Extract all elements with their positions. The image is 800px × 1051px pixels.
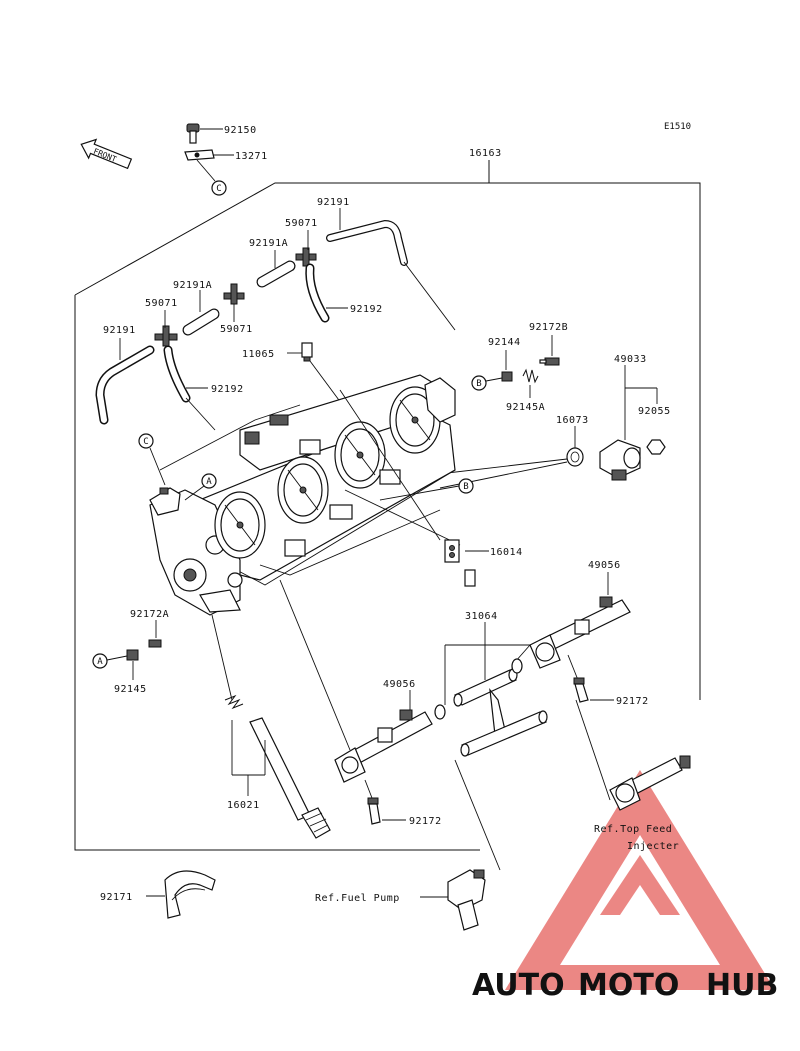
label-16073: 16073 <box>556 415 589 426</box>
diagram-code: E1510 <box>664 122 691 132</box>
callout-a-left <box>92 653 108 669</box>
part-49056-injector-rail-right <box>529 596 631 669</box>
part-92172B-screw <box>539 357 560 366</box>
watermark-text-moto: MOTO <box>578 968 679 1003</box>
part-92171-clamp <box>164 870 216 919</box>
part-92145A-spring <box>522 368 539 384</box>
label-13271: 13271 <box>235 151 268 162</box>
label-16021: 16021 <box>227 800 260 811</box>
part-49033-sensor <box>599 439 641 481</box>
ref-top-feed-line1: Ref.Top Feed <box>594 824 672 835</box>
callout-b-body-letter: B <box>463 482 468 492</box>
part-13271-bracket <box>184 149 215 161</box>
label-92191-left: 92191 <box>103 325 136 336</box>
part-16014-valve <box>444 539 476 587</box>
label-16014: 16014 <box>490 547 523 558</box>
label-92150: 92150 <box>224 125 257 136</box>
label-92145A: 92145A <box>506 402 545 413</box>
part-59071-tee-top <box>295 247 317 267</box>
label-92191A-mid: 92191A <box>173 280 212 291</box>
frame-left-bottom <box>74 295 480 851</box>
label-16163: 16163 <box>469 148 502 159</box>
part-92191-hose-left <box>95 345 155 425</box>
watermark-text-hub: HUB <box>706 968 778 1003</box>
part-bracket-left <box>149 487 181 516</box>
part-fuel-pump-connector <box>447 869 486 931</box>
callout-b-right <box>471 375 487 391</box>
leader-body-left <box>159 404 301 471</box>
label-59071-top: 59071 <box>285 218 318 229</box>
callout-c-top-letter: C <box>216 184 221 194</box>
callout-c-left-letter: C <box>143 437 148 447</box>
label-31064: 31064 <box>465 611 498 622</box>
part-49056-injector-rail-left <box>334 709 433 783</box>
callout-a-left-letter: A <box>97 657 103 667</box>
label-11065: 11065 <box>242 349 275 360</box>
leader-16014 <box>339 389 441 541</box>
leader-fuel-pump <box>454 759 501 871</box>
label-92171: 92171 <box>100 892 133 903</box>
part-31064-oring-right <box>511 658 523 674</box>
part-31064-fuel-pipe <box>453 668 548 757</box>
label-92192-left: 92192 <box>211 384 244 395</box>
label-49056-right: 49056 <box>588 560 621 571</box>
part-31064-oring-left <box>434 704 446 720</box>
frame-top-right <box>74 182 701 700</box>
part-92172A-screw <box>148 639 162 648</box>
label-92191A-top: 92191A <box>249 238 288 249</box>
part-59071-tee-left <box>154 325 178 347</box>
callout-c-left <box>138 433 154 449</box>
label-92144: 92144 <box>488 337 521 348</box>
part-92055-oring <box>646 439 666 455</box>
part-59071-tee-mid <box>223 283 245 305</box>
part-92144-nut <box>501 371 513 382</box>
callout-c-top <box>211 180 227 196</box>
watermark-logo <box>505 770 775 990</box>
watermark-triangle-hole <box>620 885 660 915</box>
label-92055: 92055 <box>638 406 671 417</box>
callout-b-right-letter: B <box>476 379 481 389</box>
label-49033: 49033 <box>614 354 647 365</box>
front-arrow-icon: FRONT <box>80 138 133 170</box>
part-11065-cap <box>301 342 313 362</box>
part-16021-screw <box>249 717 331 839</box>
label-92172B: 92172B <box>529 322 568 333</box>
ref-top-feed-line2: Injecter <box>627 841 679 852</box>
label-92145: 92145 <box>114 684 147 695</box>
part-16021-spring <box>224 694 244 710</box>
ref-fuel-pump: Ref.Fuel Pump <box>315 893 400 904</box>
part-92172-screw-right <box>573 677 589 703</box>
label-92172-right: 92172 <box>616 696 649 707</box>
callout-a-body-letter: A <box>206 477 212 487</box>
part-92150-bolt <box>186 123 200 144</box>
label-92172A: 92172A <box>130 609 169 620</box>
label-92191-top: 92191 <box>317 197 350 208</box>
part-92145-nut <box>126 649 139 661</box>
watermark-text-auto: AUTO <box>472 968 565 1003</box>
label-59071-mid: 59071 <box>220 324 253 335</box>
throttle-body-assembly <box>149 374 456 616</box>
label-92192-top: 92192 <box>350 304 383 315</box>
label-92172-bottom: 92172 <box>409 816 442 827</box>
label-59071-left: 59071 <box>145 298 178 309</box>
part-top-feed-injector <box>609 755 691 811</box>
callout-a-body <box>201 473 217 489</box>
part-92172-screw-bottom <box>367 797 381 825</box>
label-49056-left: 49056 <box>383 679 416 690</box>
